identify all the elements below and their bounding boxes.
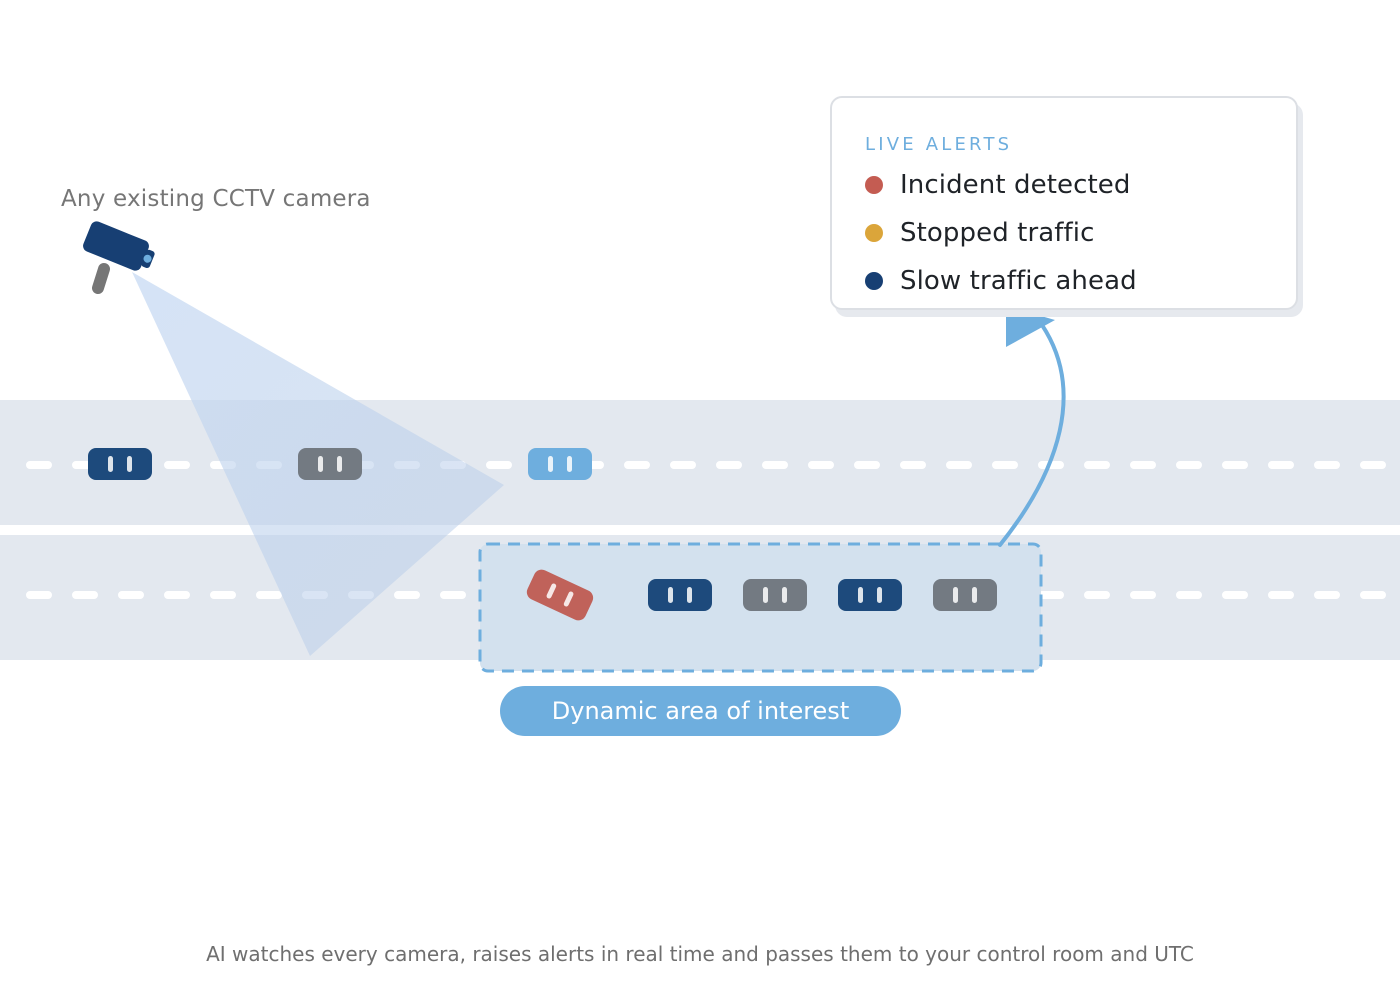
alert-label: Slow traffic ahead bbox=[900, 266, 1137, 296]
area-of-interest-label: Dynamic area of interest bbox=[500, 686, 901, 736]
stopped-status-dot bbox=[865, 224, 883, 242]
vehicle-grey bbox=[298, 448, 362, 480]
alert-arrow bbox=[998, 323, 1066, 547]
vehicle-incident bbox=[526, 569, 594, 621]
alert-item-slow-traffic: Slow traffic ahead bbox=[865, 266, 1137, 296]
live-alerts-card: LIVE ALERTS Incident detected Stopped tr… bbox=[830, 96, 1298, 310]
camera-mount bbox=[92, 263, 110, 294]
alert-label: Incident detected bbox=[900, 170, 1131, 200]
incident-status-dot bbox=[865, 176, 883, 194]
vehicle-dark-blue bbox=[648, 579, 712, 611]
alert-label: Stopped traffic bbox=[900, 218, 1095, 248]
alert-arrow-head bbox=[1006, 306, 1055, 347]
vehicle-grey bbox=[743, 579, 807, 611]
footer-caption: AI watches every camera, raises alerts i… bbox=[206, 942, 1194, 966]
alert-item-stopped-traffic: Stopped traffic bbox=[865, 218, 1095, 248]
camera-caption: Any existing CCTV camera bbox=[61, 186, 371, 212]
slow-status-dot bbox=[865, 272, 883, 290]
alerts-heading: LIVE ALERTS bbox=[865, 134, 1013, 155]
alert-item-incident: Incident detected bbox=[865, 170, 1130, 200]
vehicle-light-blue bbox=[528, 448, 592, 480]
vehicle-dark-blue bbox=[88, 448, 152, 480]
cctv-camera-icon bbox=[83, 221, 155, 294]
vehicle-grey bbox=[933, 579, 997, 611]
vehicle-dark-blue bbox=[838, 579, 902, 611]
